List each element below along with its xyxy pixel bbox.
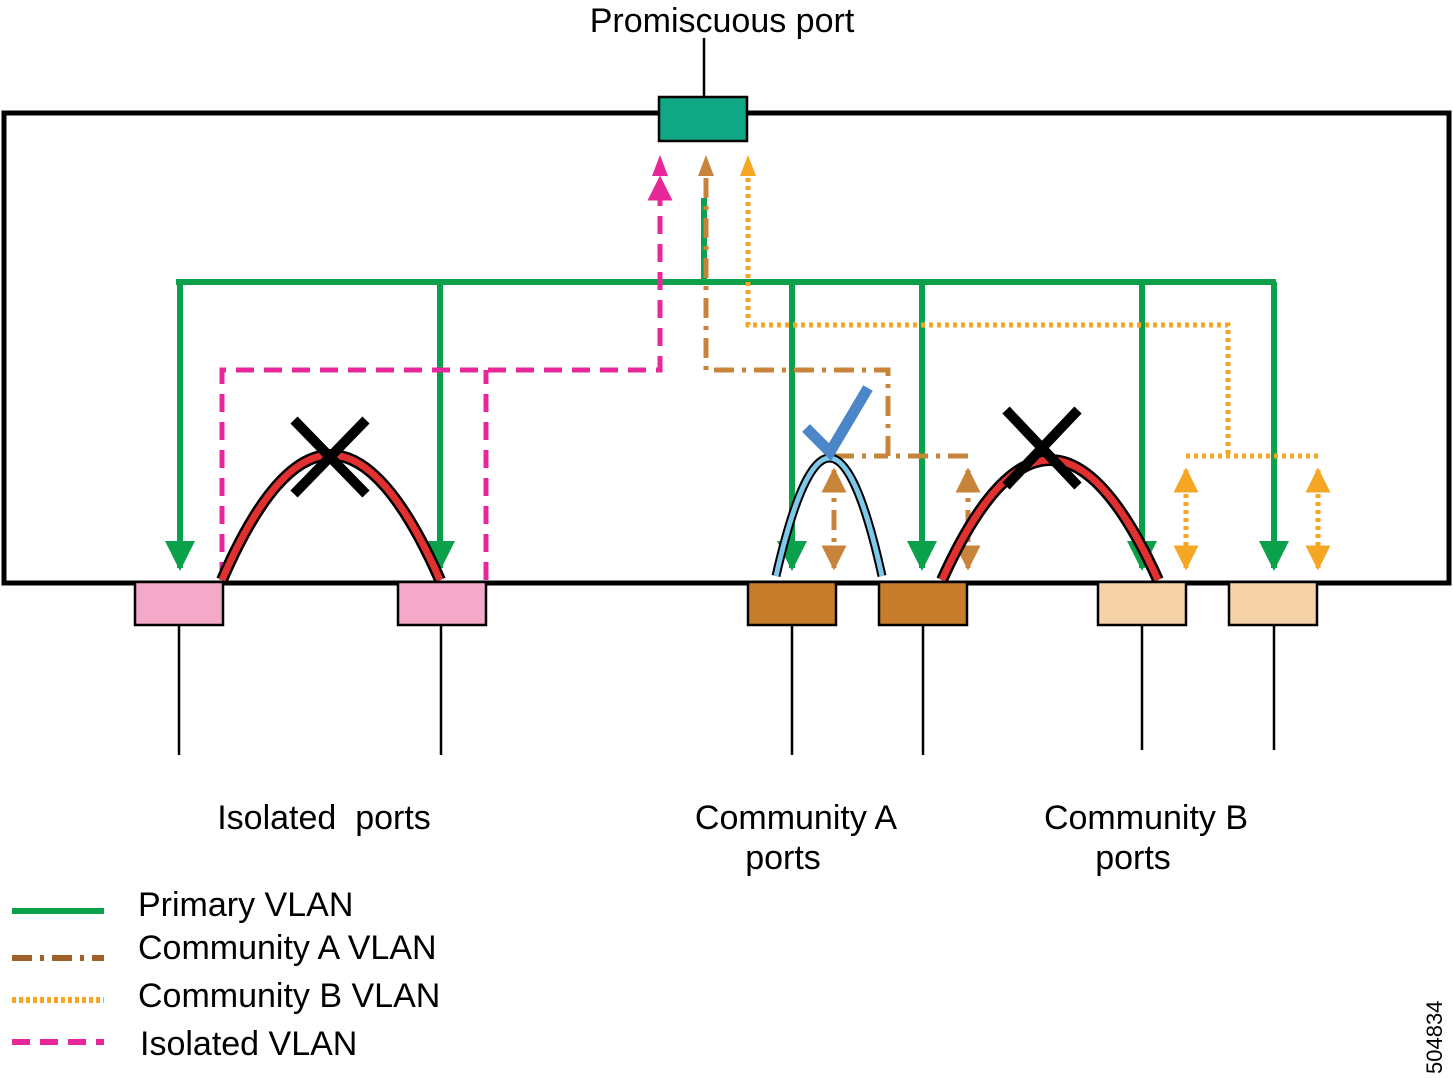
community-a-port-1 — [746, 580, 838, 627]
community-b-uplink-arrow — [740, 155, 756, 176]
primary-vlan-lines — [165, 198, 1289, 571]
x-mark-icon — [1002, 406, 1082, 490]
isolated-ports-label: Isolated ports — [217, 799, 431, 837]
legend-community-b-label: Community B VLAN — [138, 977, 440, 1015]
community-b-vlan-lines — [745, 178, 1331, 571]
isolated-uplink-arrow — [652, 155, 668, 176]
legend-primary-label: Primary VLAN — [138, 886, 353, 924]
port-cables — [177, 625, 1276, 755]
figure-id: 504834 — [1422, 1001, 1447, 1074]
community-a-uplink-arrow — [698, 155, 714, 176]
community-b-port-1 — [1096, 580, 1188, 627]
legend: Primary VLAN Community A VLAN Community … — [12, 886, 440, 1063]
check-mark-icon — [802, 385, 873, 461]
community-b-label-line2: ports — [1095, 839, 1171, 877]
community-b-label-line1: Community B — [1044, 799, 1248, 837]
isolated-port-2 — [396, 580, 488, 627]
promiscuous-port-label: Promiscuous port — [590, 2, 855, 40]
isolated-port-1 — [133, 580, 225, 627]
legend-isolated-label: Isolated VLAN — [140, 1025, 357, 1063]
community-a-label-line1: Community A — [695, 799, 897, 837]
community-a-port-2 — [877, 580, 969, 627]
promiscuous-port — [657, 95, 749, 143]
community-b-port-2 — [1227, 580, 1319, 627]
isolated-vlan-lines — [219, 175, 673, 580]
community-a-label-line2: ports — [745, 839, 821, 877]
community-a-vlan-lines — [703, 178, 981, 571]
legend-community-a-label: Community A VLAN — [138, 929, 437, 967]
x-mark-icon — [290, 416, 370, 498]
